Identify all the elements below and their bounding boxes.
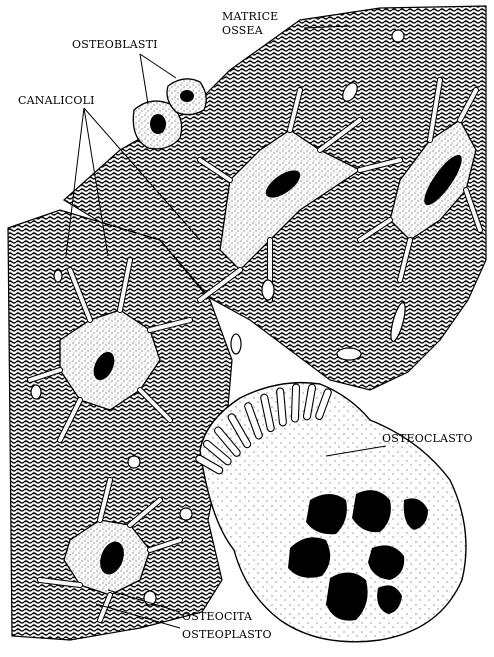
label-osteoplasto: OSTEOPLASTO (182, 628, 272, 641)
label-osteocita: OSTEOCITA (182, 610, 253, 623)
label-osteoclasto: OSTEOCLASTO (382, 432, 473, 445)
label-matrice-ossea-line1: MATRICE (222, 10, 278, 23)
osteoclast-cell (195, 383, 466, 642)
osteoblast-nucleus (150, 114, 166, 134)
label-matrice-ossea-line2: OSSEA (222, 24, 264, 37)
label-osteoblasti: OSTEOBLASTI (72, 38, 158, 51)
osteoblast-nucleus (180, 90, 194, 102)
osteoblast-cell (167, 79, 206, 115)
label-canalicoli: CANALICOLI (18, 94, 95, 107)
